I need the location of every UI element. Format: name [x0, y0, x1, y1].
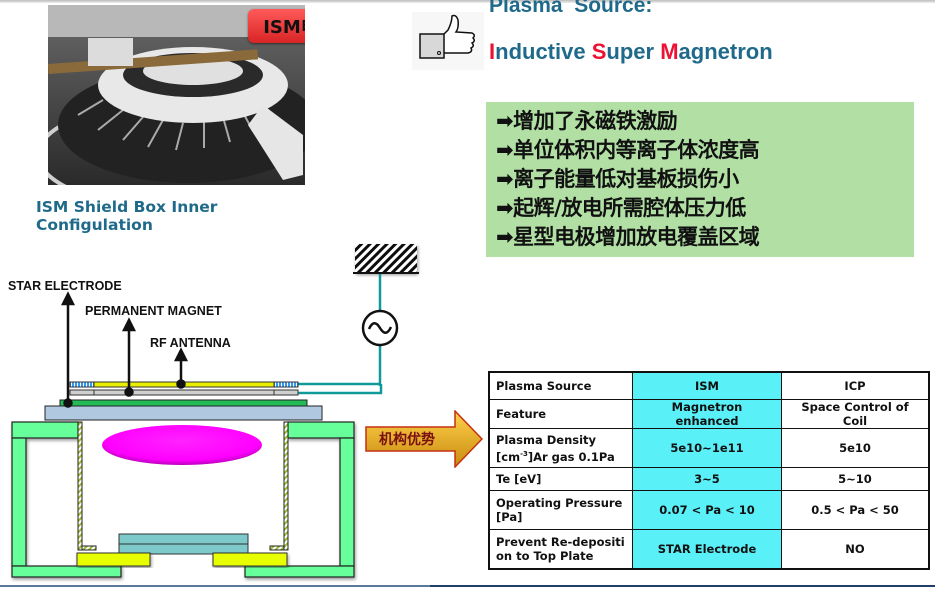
- advantage-item: ➡起辉/放电所需腔体压力低: [496, 196, 746, 220]
- row-label-text: Prevent Re-depositi: [496, 535, 625, 549]
- header-cell: ISM: [632, 371, 782, 400]
- row-label-text: Plasma Density: [496, 432, 597, 447]
- star-electrode-label: STAR ELECTRODE: [8, 279, 122, 293]
- icp-cell: NO: [781, 529, 930, 570]
- header-cell: ICP: [781, 371, 930, 400]
- advantage-item: ➡离子能量低对基板损伤小: [496, 167, 739, 191]
- table-row: Prevent Re-depositi on to Top Plate STAR…: [488, 529, 930, 570]
- row-label: Operating Pressure [Pa]: [488, 490, 633, 530]
- row-label: Feature: [488, 399, 633, 429]
- star-electrode-strip: [59, 399, 308, 407]
- substrate-support: [76, 552, 288, 567]
- thumbs-up-icon: [412, 12, 484, 70]
- ism-cell: STAR Electrode: [632, 529, 782, 570]
- chamber-body: [11, 421, 355, 578]
- unit-exponent: -3: [520, 449, 528, 458]
- row-label-text: Te [eV]: [496, 472, 542, 486]
- ism-cell: 0.07 < Pa < 10: [632, 490, 782, 530]
- title-part: uper: [606, 39, 661, 64]
- photo-caption: ISM Shield Box Inner Configulation: [36, 198, 218, 234]
- unit-text: [cm: [496, 449, 521, 464]
- advantage-item: ➡单位体积内等离子体浓度高: [496, 138, 760, 162]
- title-part: M: [660, 39, 679, 64]
- row-label: Prevent Re-depositi on to Top Plate: [488, 529, 633, 570]
- ground-icon: [353, 244, 419, 274]
- unit-text: ]Ar gas 0.1Pa: [527, 449, 615, 464]
- table-row: Plasma Density [cm-3]Ar gas 0.1Pa 5e10~1…: [488, 428, 930, 468]
- icp-cell: Space Control of Coil: [781, 399, 930, 429]
- ism-cell: 3~5: [632, 467, 782, 491]
- row-label-text: on to Top Plate: [496, 549, 594, 563]
- ism-chamber-diagram: [11, 244, 419, 578]
- advantage-item: ➡增加了永磁铁激励: [496, 109, 678, 133]
- table-header-row: Plasma Source ISM ICP: [488, 371, 930, 400]
- row-label-text: [Pa]: [496, 510, 523, 524]
- title-part: S: [591, 39, 607, 64]
- advantage-arrow-icon: [365, 410, 483, 468]
- table-row: Feature Magnetron enhanced Space Control…: [488, 399, 930, 429]
- advantages-box: ➡增加了永磁铁激励 ➡单位体积内等离子体浓度高 ➡离子能量低对基板损伤小 ➡起辉…: [486, 102, 914, 257]
- ism-full-name: Inductive Super Magnetron: [489, 39, 773, 65]
- ism-photo: ISM电极: [48, 5, 305, 185]
- permanent-magnet-strip: [69, 389, 299, 396]
- table-row: Te [eV] 3~5 5~10: [488, 467, 930, 491]
- ism-electrode-label: ISM电极: [248, 9, 305, 43]
- title-part: agnetron: [678, 39, 773, 64]
- rf-antenna-label: RF ANTENNA: [150, 336, 231, 350]
- advantage-item: ➡星型电极增加放电覆盖区域: [496, 225, 760, 249]
- top-border: [0, 0, 935, 3]
- ac-source-icon: [361, 309, 399, 347]
- header-cell: Plasma Source: [488, 371, 633, 400]
- advantage-arrow-label: 机构优势: [379, 432, 435, 448]
- ism-cell: 5e10~1e11: [632, 428, 782, 468]
- row-label-text: Operating Pressure: [496, 496, 623, 510]
- substrate: [118, 533, 249, 545]
- top-plate: [44, 405, 323, 421]
- plasma-source-heading: Plasma Source:: [489, 0, 653, 17]
- table-row: Operating Pressure [Pa] 0.07 < Pa < 10 0…: [488, 490, 930, 530]
- rf-feed-line: [296, 274, 383, 395]
- permanent-magnet-label: PERMANENT MAGNET: [85, 304, 222, 318]
- icp-cell: 5e10: [781, 428, 930, 468]
- ism-cell: Magnetron enhanced: [632, 399, 782, 429]
- row-label-text: Feature: [496, 407, 547, 421]
- title-part: I: [489, 39, 496, 64]
- row-label: Te [eV]: [488, 467, 633, 491]
- row-label-text: [cm-3]Ar gas 0.1Pa: [496, 447, 626, 464]
- title-part: nductive: [495, 39, 592, 64]
- plasma-icon: [102, 425, 262, 465]
- bottom-border: [0, 585, 935, 587]
- icp-cell: 5~10: [781, 467, 930, 491]
- row-label: Plasma Density [cm-3]Ar gas 0.1Pa: [488, 428, 633, 468]
- comparison-table: Plasma Source ISM ICP Feature Magnetron …: [488, 371, 930, 570]
- icp-cell: 0.5 < Pa < 50: [781, 490, 930, 530]
